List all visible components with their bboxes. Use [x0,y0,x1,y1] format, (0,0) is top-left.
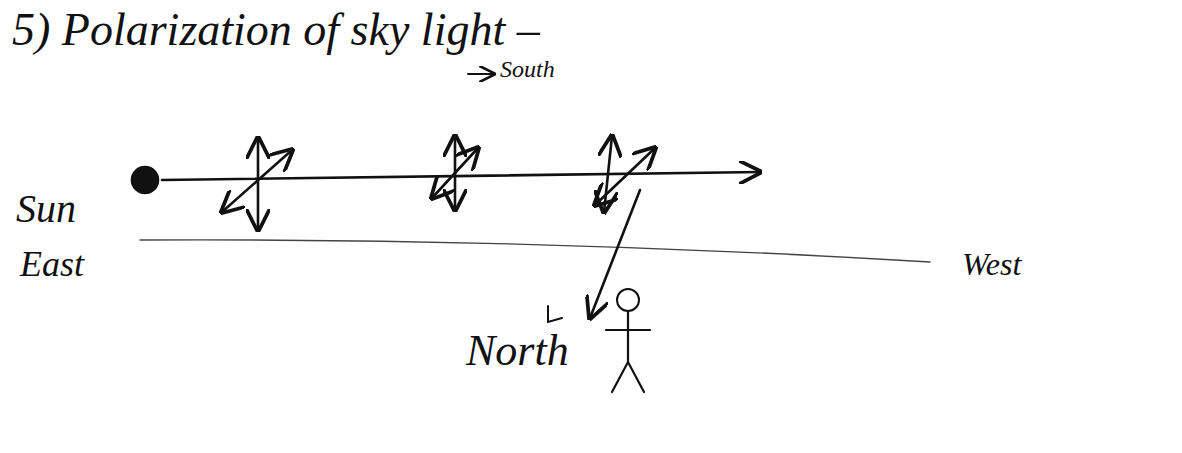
observer-head [617,289,639,311]
direction-label: West [962,246,1021,283]
sun-disc [132,167,158,193]
polarization-arrow [222,150,292,212]
direction-label: East [20,244,84,285]
direction-arrow [468,73,494,75]
polarization-arrow [432,148,478,198]
polarization-arrow [595,148,655,205]
diagram-title: 5) Polarization of sky light – [12,4,540,57]
polarization-arrow [590,190,640,318]
polarization-arrow [257,138,260,230]
direction-label: South [500,56,555,84]
sun-label: Sun [16,186,76,232]
direction-label: North [466,326,569,377]
horizon-line [140,240,930,262]
polarization-arrow [604,136,612,212]
observer-figure [606,311,650,392]
sun-ray [162,172,760,180]
direction-mark [548,306,562,322]
